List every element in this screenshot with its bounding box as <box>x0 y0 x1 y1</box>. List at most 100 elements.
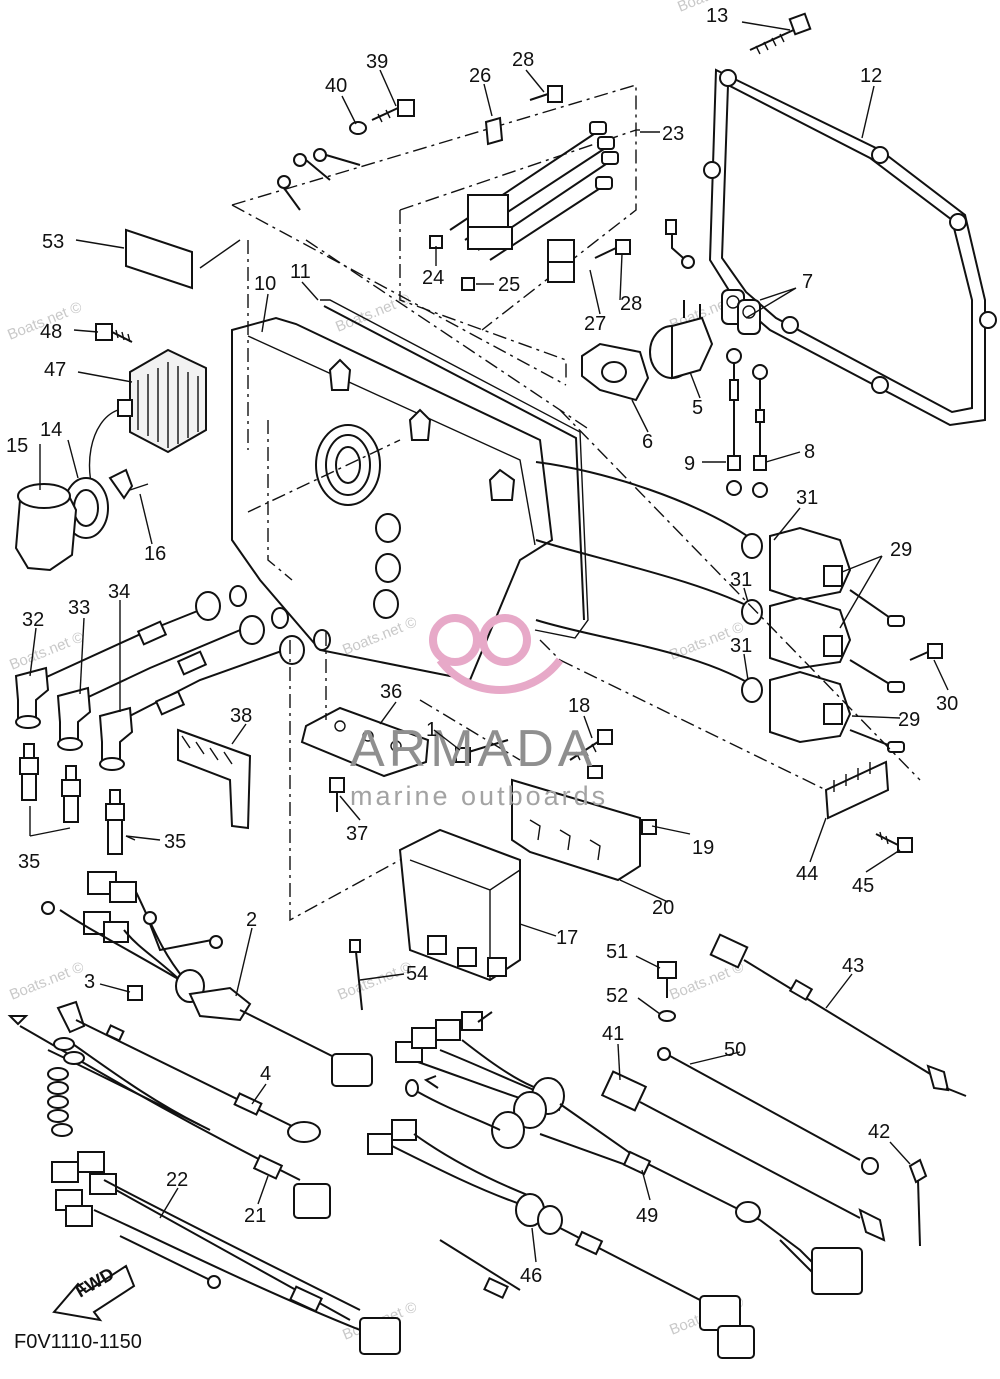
watermark-boats-net: Boats.net © <box>335 958 414 1003</box>
callout-53: 53 <box>42 231 64 253</box>
upper-fasteners <box>277 85 631 259</box>
lead-43 <box>709 933 967 1097</box>
callout-2: 2 <box>246 909 257 931</box>
callout-leaders <box>29 21 949 1263</box>
callout-30: 30 <box>936 693 958 715</box>
callout-10: 10 <box>254 273 276 295</box>
brand-watermark: ARMADA marine outboards <box>350 614 608 811</box>
callout-46: 46 <box>520 1265 542 1287</box>
watermark-boats-net: Boats.net © <box>340 613 419 658</box>
starter-relay <box>581 219 714 402</box>
callout-13: 13 <box>706 5 728 27</box>
ignition-coils <box>535 461 943 753</box>
choke-knob <box>14 468 149 572</box>
watermark-boats-net: Boats.net © <box>7 958 86 1003</box>
drawing-code: F0V1110-1150 <box>14 1331 142 1353</box>
callout-48: 48 <box>40 321 62 343</box>
callout-29: 29 <box>890 539 912 561</box>
callout-50: 50 <box>724 1039 746 1061</box>
callout-14: 14 <box>40 419 62 441</box>
callout-42: 42 <box>868 1121 890 1143</box>
callout-7: 7 <box>802 271 813 293</box>
label-plate-53 <box>125 228 241 290</box>
callout-4: 4 <box>260 1063 271 1085</box>
callout-27: 27 <box>584 313 606 335</box>
battery-leads <box>726 348 768 498</box>
callout-41: 41 <box>602 1023 624 1045</box>
callout-1: 1 <box>426 719 437 741</box>
callout-34: 34 <box>108 581 130 603</box>
callout-3: 3 <box>84 971 95 993</box>
harness-46 <box>367 1119 755 1359</box>
forward-direction-arrow: FWD <box>52 1264 136 1322</box>
callout-5: 5 <box>692 397 703 419</box>
callout-15: 15 <box>6 435 28 457</box>
spark-plugs <box>19 743 136 855</box>
callout-17: 17 <box>556 927 578 949</box>
callout-43: 43 <box>842 955 864 977</box>
callout-44: 44 <box>796 863 818 885</box>
brand-watermark-title: ARMADA <box>350 720 596 778</box>
plug-cap-leads <box>14 585 331 771</box>
callout-6: 6 <box>642 431 653 453</box>
callout-19: 19 <box>692 837 714 859</box>
callout-35: 35 <box>18 851 40 873</box>
callout-25: 25 <box>498 274 520 296</box>
callout-28: 28 <box>512 49 534 71</box>
harness-bracket-box <box>231 84 640 431</box>
gasket-frame <box>703 68 997 427</box>
callout-38: 38 <box>230 705 252 727</box>
callout-31: 31 <box>796 487 818 509</box>
brand-watermark-tagline: marine outboards <box>350 781 608 811</box>
lead-4 <box>56 1000 321 1143</box>
callout-8: 8 <box>804 441 815 463</box>
callout-23: 23 <box>662 123 684 145</box>
ground-lead <box>657 961 879 1175</box>
callout-31: 31 <box>730 635 752 657</box>
callout-18: 18 <box>568 695 590 717</box>
bolt-1 <box>419 699 521 763</box>
callout-22: 22 <box>166 1169 188 1191</box>
callout-24: 24 <box>422 267 444 289</box>
callout-16: 16 <box>144 543 166 565</box>
lead-41 <box>600 1070 886 1242</box>
leader-lines <box>247 240 921 781</box>
callout-47: 47 <box>44 359 66 381</box>
callout-45: 45 <box>852 875 874 897</box>
harness-49 <box>395 1011 863 1295</box>
callout-35: 35 <box>164 831 186 853</box>
bolt-13 <box>749 12 812 55</box>
callout-20: 20 <box>652 897 674 919</box>
callout-26: 26 <box>469 65 491 87</box>
callout-54: 54 <box>406 963 428 985</box>
cdi-unit <box>398 828 521 982</box>
harness-21 <box>7 1015 331 1219</box>
mount-bracket <box>289 632 430 922</box>
callout-29: 29 <box>898 709 920 731</box>
cable-ties <box>349 939 928 1247</box>
callout-32: 32 <box>22 609 44 631</box>
callout-37: 37 <box>346 823 368 845</box>
cable-clamp <box>721 289 761 335</box>
harness-22 <box>51 1151 401 1355</box>
callout-12: 12 <box>860 65 882 87</box>
callout-labels: 13 12 39 40 28 26 23 24 25 27 28 53 7 10… <box>6 5 958 1287</box>
callout-31: 31 <box>730 569 752 591</box>
electrical-box <box>231 299 589 682</box>
callout-49: 49 <box>636 1205 658 1227</box>
callout-21: 21 <box>244 1205 266 1227</box>
callout-52: 52 <box>606 985 628 1007</box>
callout-11: 11 <box>290 261 311 283</box>
callout-9: 9 <box>684 453 695 475</box>
callout-39: 39 <box>366 51 388 73</box>
callout-28: 28 <box>620 293 642 315</box>
callout-36: 36 <box>380 681 402 703</box>
callout-51: 51 <box>606 941 628 963</box>
coil-bracket <box>559 659 913 853</box>
cdi-bracket <box>511 729 657 882</box>
callout-40: 40 <box>325 75 347 97</box>
terminal-block <box>177 728 252 830</box>
main-harness <box>41 871 373 1087</box>
callout-33: 33 <box>68 597 90 619</box>
